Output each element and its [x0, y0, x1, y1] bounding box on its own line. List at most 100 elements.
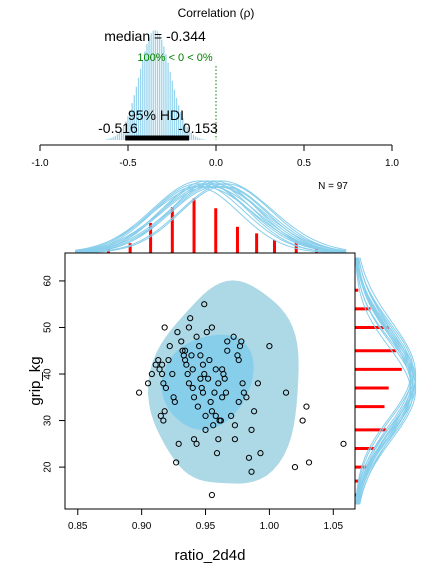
- hdi-low-label: -0.516: [98, 120, 138, 136]
- posterior-bin: [165, 54, 167, 141]
- data-point: [173, 459, 180, 466]
- posterior-bin: [129, 110, 131, 140]
- posterior-bin: [120, 129, 123, 140]
- posterior-bin: [152, 30, 154, 140]
- data-point: [235, 356, 242, 364]
- data-point: [197, 352, 204, 359]
- data-point: [181, 347, 189, 354]
- x-marginal-curve: [75, 185, 347, 254]
- x-tick-label: 0.85: [68, 521, 88, 532]
- data-point: [213, 450, 221, 457]
- posterior-bin: [199, 138, 201, 140]
- data-point: [202, 426, 209, 433]
- data-point: [199, 389, 207, 396]
- x-axis-label: ratio_2d4d: [175, 547, 246, 564]
- x-marginal-curve: [75, 183, 347, 253]
- data-point: [212, 412, 219, 420]
- data-point: [152, 361, 159, 368]
- posterior-bin: [133, 95, 135, 140]
- data-point: [266, 342, 273, 350]
- posterior-bin: [186, 127, 188, 140]
- posterior-bin: [182, 118, 184, 140]
- data-point: [201, 370, 208, 378]
- data-point: [156, 366, 163, 373]
- median-label: median = -0.344: [104, 28, 206, 44]
- posterior-bin: [173, 89, 176, 140]
- y-marginal-curve: [357, 257, 417, 505]
- y-marginal-curve: [355, 257, 412, 505]
- data-point: [231, 422, 239, 429]
- data-point: [299, 417, 306, 424]
- posterior-bin: [190, 132, 192, 140]
- posterior-bin: [201, 138, 203, 140]
- data-point: [208, 491, 216, 499]
- data-point: [174, 329, 181, 336]
- posterior-bin: [150, 33, 152, 140]
- data-point: [187, 315, 194, 322]
- posterior-bin: [139, 68, 142, 140]
- data-point: [248, 426, 255, 433]
- data-point: [169, 370, 176, 378]
- data-point: [210, 422, 217, 429]
- posterior-bin: [148, 37, 150, 140]
- data-point: [162, 384, 170, 392]
- posterior-bin: [131, 103, 133, 140]
- posterior-tick-label: 0.5: [297, 158, 311, 169]
- data-point: [231, 436, 239, 443]
- data-point: [166, 342, 173, 350]
- data-point: [211, 389, 218, 396]
- data-point: [212, 366, 219, 373]
- posterior-bin: [146, 44, 148, 141]
- posterior-bin: [194, 136, 197, 140]
- data-point: [190, 394, 198, 401]
- data-point: [185, 324, 193, 331]
- data-point: [291, 464, 299, 471]
- posterior-bin: [118, 132, 121, 140]
- n-label: N = 97: [318, 181, 348, 192]
- data-point: [190, 436, 198, 443]
- data-point: [196, 342, 203, 350]
- density-contour-inner: [161, 334, 254, 430]
- posterior-bin: [154, 30, 157, 141]
- y-tick-label: 50: [43, 321, 54, 333]
- data-point: [248, 468, 255, 475]
- posterior-bin: [192, 134, 195, 140]
- data-point: [188, 352, 195, 359]
- data-point: [282, 389, 290, 396]
- data-point: [240, 389, 247, 396]
- posterior-bin: [171, 80, 173, 140]
- data-point: [217, 417, 224, 424]
- data-point: [189, 366, 196, 373]
- posterior-bin: [158, 34, 161, 140]
- posterior-bin: [161, 39, 163, 140]
- x-marginal-curve: [75, 183, 347, 254]
- x-marginal-curve: [75, 180, 347, 253]
- data-point: [158, 370, 166, 378]
- data-point: [165, 356, 172, 364]
- posterior-histogram: [106, 30, 205, 141]
- posterior-bin: [163, 46, 165, 140]
- data-point: [135, 389, 143, 396]
- data-point: [201, 301, 208, 308]
- data-point: [171, 398, 178, 406]
- data-point: [224, 338, 231, 345]
- data-point: [221, 375, 228, 382]
- data-point: [215, 436, 222, 443]
- data-point: [245, 454, 253, 461]
- y-marginal-curve: [355, 257, 414, 505]
- posterior-bin: [156, 31, 159, 141]
- posterior-bin: [123, 125, 125, 140]
- posterior-bin: [106, 139, 108, 140]
- data-point: [235, 398, 242, 406]
- data-point: [197, 375, 204, 382]
- probability-label: 100% < 0 < 0%: [137, 52, 212, 64]
- data-point: [193, 440, 200, 447]
- posterior-bin: [135, 86, 138, 140]
- data-point: [206, 356, 213, 364]
- data-point: [222, 389, 230, 396]
- data-point: [161, 324, 168, 331]
- data-point: [161, 408, 168, 415]
- data-point: [160, 417, 167, 424]
